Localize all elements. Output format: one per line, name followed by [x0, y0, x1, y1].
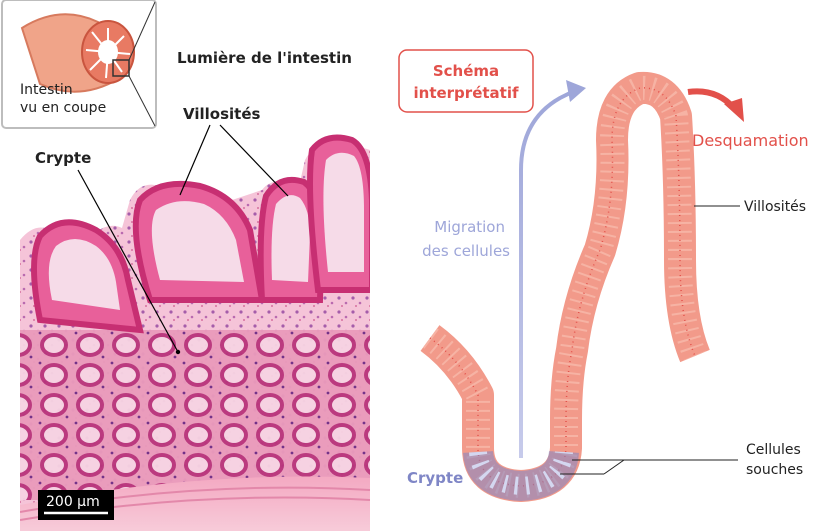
- interpretive-schema: Schéma interprétatif Migration des cellu…: [399, 50, 809, 487]
- schema-title-line2: interprétatif: [414, 84, 519, 102]
- crypt-label-right: Crypte: [407, 469, 463, 487]
- schema-title-box: [399, 50, 533, 112]
- crypt-pointer-dot: [176, 350, 180, 354]
- migration-arrowhead: [566, 80, 586, 102]
- scale-bar-label: 200 µm: [46, 494, 100, 510]
- stem-cells-label-line1: Cellules: [746, 442, 801, 458]
- lumen-label: Lumière de l'intestin: [177, 49, 352, 67]
- inset-caption-line2: vu en coupe: [20, 100, 106, 116]
- villi-label-right: Villosités: [744, 199, 806, 215]
- villi-label-left: Villosités: [183, 105, 260, 123]
- migration-label-line2: des cellules: [422, 242, 510, 260]
- histology-micrograph: [20, 130, 372, 531]
- crypt-label-left: Crypte: [35, 149, 91, 167]
- migration-label-line1: Migration: [434, 218, 505, 236]
- schema-title-line1: Schéma: [433, 62, 499, 80]
- stem-cells-label-line2: souches: [746, 462, 803, 478]
- inset-intestine-section: Intestin vu en coupe: [2, 0, 156, 128]
- inset-caption-line1: Intestin: [20, 82, 73, 98]
- desquamation-label: Desquamation: [692, 131, 809, 150]
- stem-pointer-3: [604, 460, 624, 474]
